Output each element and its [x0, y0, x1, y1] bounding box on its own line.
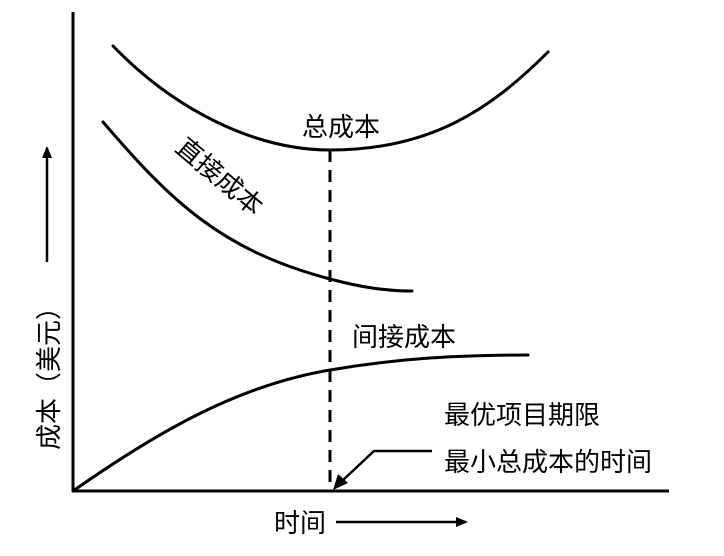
- x-axis-label: 时间: [274, 509, 326, 539]
- optimal-duration-pointer-line: [341, 449, 432, 482]
- optimal-duration-label-line2: 最小总成本的时间: [444, 448, 652, 478]
- indirect-cost-label: 间接成本: [352, 323, 456, 353]
- indirect-cost-curve: [71, 353, 530, 493]
- direct-cost-curve: [101, 120, 414, 293]
- y-axis-label: 成本（美元）: [35, 294, 65, 450]
- optimal-duration-label-line1: 最优项目期限: [444, 401, 600, 431]
- total-cost-label: 总成本: [302, 113, 380, 143]
- direct-cost-label: 直接成本: [170, 132, 269, 222]
- optimal-duration-pointer-arrowhead: [333, 474, 348, 490]
